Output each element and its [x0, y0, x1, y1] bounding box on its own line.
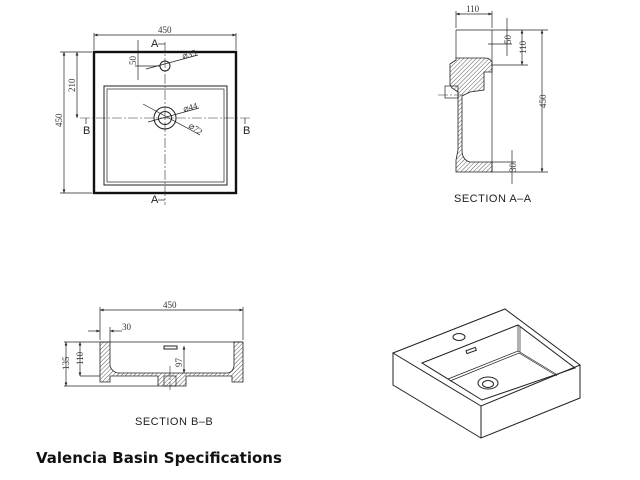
dimension-label: A [151, 194, 159, 206]
drawing-line [421, 362, 449, 380]
dimension-label: 450 [158, 25, 172, 35]
drawing-line [420, 324, 577, 401]
dimension-label: 30 [122, 322, 132, 332]
drawing-line [444, 85, 459, 99]
drain-inner [158, 111, 172, 125]
dimension-label: SECTION A–A [454, 193, 532, 205]
dimension-label: 110 [75, 351, 85, 365]
dimension-label: 30 [508, 163, 518, 173]
dimension-label: 50 [503, 35, 513, 45]
overflow-slot [465, 346, 478, 355]
section-b-b: 450 30 135 110 97 SECTION B–B [61, 300, 244, 428]
dimension-label: 110 [518, 40, 528, 54]
drawing-line [391, 308, 582, 407]
dimension-label: 450 [163, 300, 177, 310]
dimension-label: SECTION B–B [135, 416, 213, 428]
drain [477, 376, 499, 390]
dimension-label: 210 [67, 78, 77, 92]
drawing-line [147, 107, 200, 123]
dimension-label: 135 [61, 356, 71, 370]
drawing-line [392, 353, 581, 439]
section-a-a: 110 450 110 50 30 SECTION A–A [438, 4, 548, 205]
dimension-label: 450 [54, 113, 64, 127]
caption-title: Valencia Basin Specifications [36, 449, 282, 467]
dimension-label: A [151, 38, 159, 50]
dimension-label: B [243, 125, 251, 137]
basin-bowl [103, 85, 228, 186]
dimension-label: ⌀44 [182, 100, 199, 114]
drawing-line [106, 88, 225, 183]
dimension-label: 450 [538, 94, 548, 108]
tap-hole [452, 333, 466, 341]
dimension-label: 50 [128, 56, 138, 66]
drawing-line [482, 380, 494, 388]
drawing-line [449, 57, 493, 173]
drawing-line [145, 54, 199, 70]
drawing-line [163, 345, 178, 350]
dimension-label: ⌀35 [181, 47, 198, 61]
drawing-line [99, 341, 244, 387]
drawing-line [142, 103, 201, 136]
dimension-label: ⌀72 [187, 120, 205, 136]
drawing-line [447, 350, 557, 380]
dimension-label: B [83, 125, 91, 137]
top-view: ⌀35 ⌀44 ⌀72 450 450 210 50 A A B B [54, 25, 251, 206]
drawing-line [449, 352, 558, 382]
dimension-label: 97 [174, 358, 184, 368]
dimension-label: 110 [466, 4, 480, 14]
drain-outer [153, 106, 177, 130]
isometric-view [391, 308, 582, 439]
